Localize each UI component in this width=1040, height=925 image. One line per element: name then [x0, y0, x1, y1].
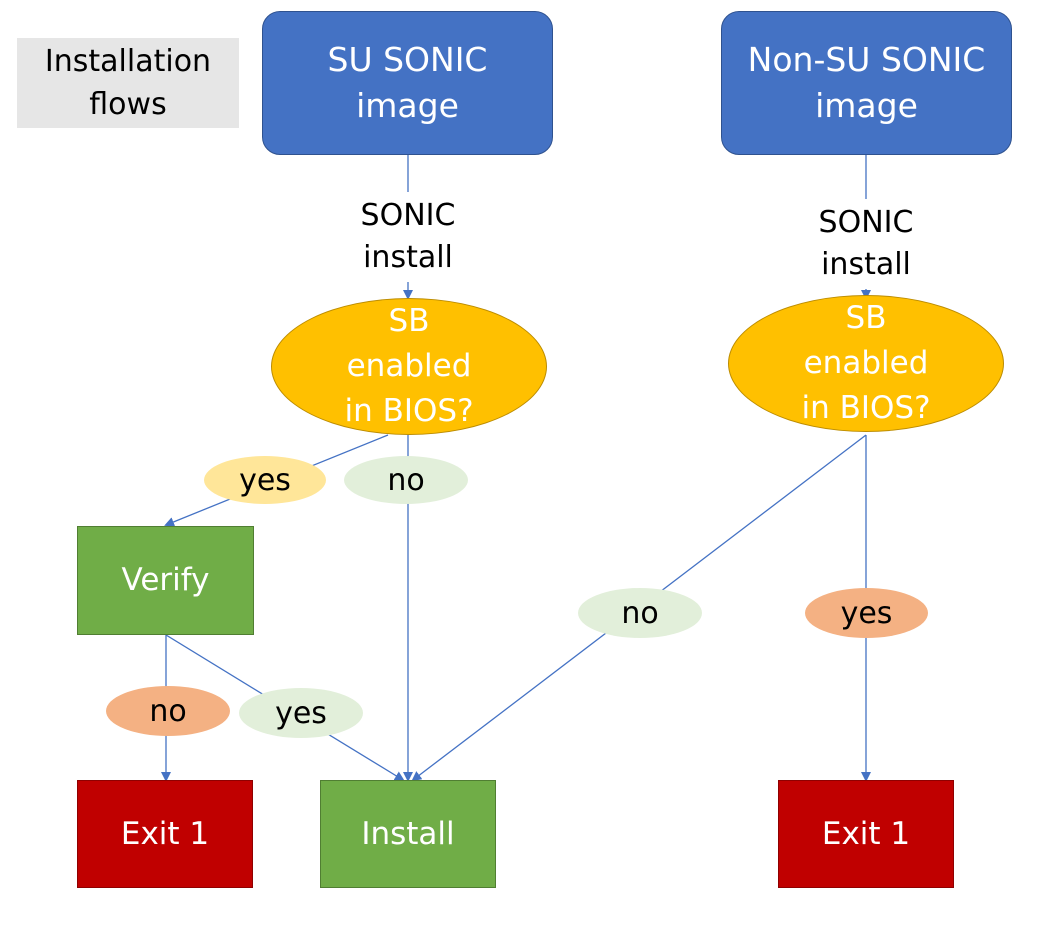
branch-label-verify-no: no [106, 686, 230, 736]
sb-enabled-question-left: SB enabled in BIOS? [344, 303, 474, 429]
branch-label-left-sb-no-text: no [387, 462, 425, 498]
branch-label-verify-yes-text: yes [275, 695, 327, 731]
sonic-install-text-right: SONIC install [818, 205, 914, 282]
branch-label-left-sb-yes-text: yes [239, 462, 291, 498]
branch-label-left-sb-no: no [344, 456, 468, 504]
install-label: Install [361, 815, 455, 852]
install-node: Install [320, 780, 496, 888]
branch-label-left-sb-yes: yes [204, 456, 326, 504]
exit-1-node-left: Exit 1 [77, 780, 253, 888]
sb-enabled-question-right: SB enabled in BIOS? [801, 300, 931, 426]
exit-1-label-right: Exit 1 [821, 815, 911, 852]
sb-enabled-decision-left: SB enabled in BIOS? [271, 298, 547, 435]
diagram-title: Installation flows [17, 38, 239, 128]
branch-label-right-sb-no-text: no [621, 595, 659, 631]
branch-label-verify-yes: yes [239, 688, 363, 738]
su-sonic-image-label: SU SONIC image [327, 39, 488, 125]
sonic-install-label-right: SONIC install [810, 199, 922, 289]
verify-node: Verify [77, 526, 254, 635]
exit-1-label-left: Exit 1 [120, 815, 210, 852]
branch-label-right-sb-no: no [578, 588, 702, 638]
branch-label-verify-no-text: no [149, 693, 187, 729]
su-sonic-image-node: SU SONIC image [262, 11, 553, 155]
non-su-sonic-image-label: Non-SU SONIC image [747, 39, 986, 125]
non-su-sonic-image-node: Non-SU SONIC image [721, 11, 1012, 155]
verify-label: Verify [121, 562, 210, 599]
sonic-install-text-left: SONIC install [360, 198, 456, 275]
branch-label-right-sb-yes: yes [805, 588, 928, 638]
sonic-install-label-left: SONIC install [352, 192, 464, 282]
diagram-title-text: Installation flows [44, 43, 212, 123]
sb-enabled-decision-right: SB enabled in BIOS? [728, 295, 1004, 432]
exit-1-node-right: Exit 1 [778, 780, 954, 888]
branch-label-right-sb-yes-text: yes [840, 595, 893, 631]
